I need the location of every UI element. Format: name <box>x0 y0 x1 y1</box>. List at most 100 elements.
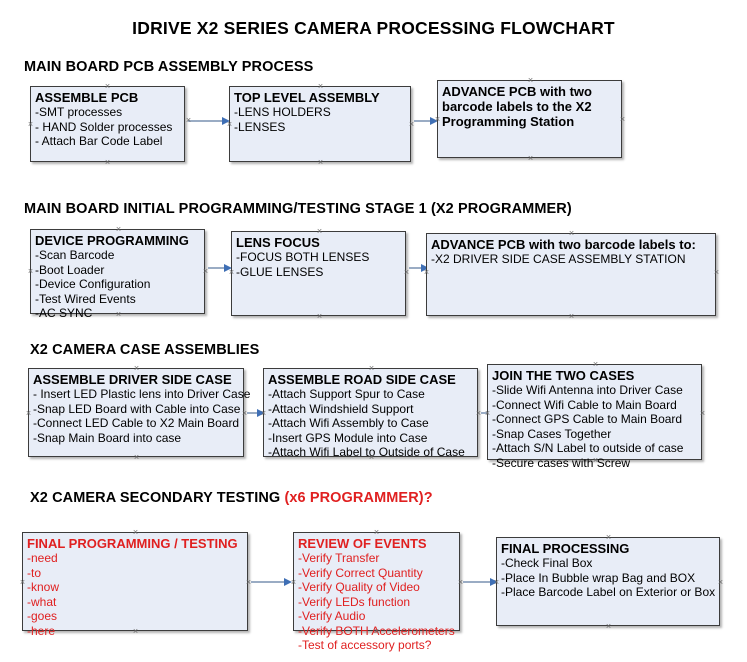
resize-handle-top[interactable] <box>115 226 122 233</box>
node-final-programming-testing[interactable]: FINAL PROGRAMMING / TESTING -need -to -k… <box>19 529 248 638</box>
list-item: -LENS HOLDERS <box>234 105 331 119</box>
node-items: - Insert LED Plastic lens into Driver Ca… <box>33 387 250 445</box>
arrowhead-icon <box>222 117 230 125</box>
list-item: -Verify Correct Quantity <box>298 565 423 580</box>
list-item: -LENSES <box>234 119 286 134</box>
resize-handle-left[interactable] <box>27 268 34 275</box>
node-top-level-assembly[interactable]: TOP LEVEL ASSEMBLY -LENS HOLDERS -LENSES <box>229 86 411 162</box>
resize-handle-bottom[interactable] <box>133 454 140 461</box>
list-item: -what <box>27 594 57 609</box>
connector-review-of-events-to-final-processing <box>463 578 498 586</box>
list-item: -Snap Main Board into case <box>33 430 182 445</box>
list-item: -Insert GPS Module into Case <box>268 430 428 445</box>
list-item: -FOCUS BOTH LENSES <box>236 250 370 264</box>
resize-handle-right[interactable] <box>713 269 720 276</box>
list-item: -Secure cases with Screw <box>492 455 631 470</box>
node-title: DEVICE PROGRAMMING <box>35 233 189 248</box>
list-item: -Snap Cases Together <box>492 426 612 441</box>
list-item: -Place In Bubble wrap Bag and BOX <box>501 570 696 585</box>
connector-line <box>247 412 258 414</box>
list-item: -Verify Quality of Video <box>298 580 420 594</box>
resize-handle-top[interactable] <box>368 365 375 372</box>
list-item: -Test Wired Events <box>35 291 136 306</box>
connector-device-programming-to-lens-focus <box>208 264 232 272</box>
node-advance-pcb-to-driver-side-case[interactable]: ADVANCE PCB with two barcode labels to: … <box>426 233 716 316</box>
list-item: - HAND Solder processes <box>35 119 173 134</box>
arrowhead-icon <box>257 409 265 417</box>
list-item: -to <box>27 565 42 580</box>
connector-lens-focus-to-advance-pcb-driver <box>409 264 429 272</box>
list-item: -Connect Wifi Cable to Main Board <box>492 397 677 412</box>
node-items: -LENS HOLDERS -LENSES <box>234 105 410 134</box>
resize-handle-top[interactable] <box>132 529 139 536</box>
section-heading-main-board-initial-programming: MAIN BOARD INITIAL PROGRAMMING/TESTING S… <box>24 201 572 217</box>
node-assemble-pcb[interactable]: ASSEMBLE PCB -SMT processes - HAND Solde… <box>30 86 185 162</box>
resize-handle-bottom[interactable] <box>527 155 534 162</box>
node-assemble-driver-side-case[interactable]: ASSEMBLE DRIVER SIDE CASE - Insert LED P… <box>25 365 250 457</box>
list-item: -AC SYNC <box>35 306 93 320</box>
resize-handle-bottom[interactable] <box>568 313 575 320</box>
resize-handle-left[interactable] <box>27 121 34 128</box>
connector-line <box>414 120 431 122</box>
node-review-of-events[interactable]: REVIEW OF EVENTS -Verify Transfer -Verif… <box>293 529 460 652</box>
node-items: -need -to -know -what -goes -here <box>27 551 247 638</box>
resize-handle-top[interactable] <box>592 361 599 368</box>
node-title: LENS FOCUS <box>236 235 320 250</box>
connector-line <box>251 581 285 583</box>
node-items: -X2 DRIVER SIDE CASE ASSEMBLY STATION <box>431 252 715 267</box>
resize-handle-top[interactable] <box>527 77 534 84</box>
connector-driver-side-to-road-side <box>247 409 265 417</box>
node-assemble-road-side-case[interactable]: ASSEMBLE ROAD SIDE CASE -Attach Support … <box>263 365 478 460</box>
arrowhead-icon <box>490 578 498 586</box>
node-join-the-two-cases[interactable]: JOIN THE TWO CASES -Slide Wifi Antenna i… <box>487 361 702 470</box>
node-items: -SMT processes - HAND Solder processes -… <box>35 105 184 149</box>
node-title: REVIEW OF EVENTS <box>298 536 427 551</box>
resize-handle-top[interactable] <box>133 365 140 372</box>
node-items: -Attach Support Spur to Case -Attach Win… <box>268 387 477 460</box>
node-title: ADVANCE PCB with two barcode labels to: <box>431 237 696 252</box>
node-lens-focus[interactable]: LENS FOCUS -FOCUS BOTH LENSES -GLUE LENS… <box>231 231 406 316</box>
node-title: ASSEMBLE ROAD SIDE CASE <box>268 372 456 387</box>
resize-handle-top[interactable] <box>568 230 575 237</box>
list-item: -Attach S/N Label to outside of case <box>492 441 684 455</box>
resize-handle-top[interactable] <box>317 83 324 90</box>
connector-line <box>409 267 422 269</box>
section-heading-text: X2 CAMERA SECONDARY TESTING <box>30 490 285 506</box>
resize-handle-bottom[interactable] <box>605 623 612 630</box>
list-item: -Verify BOTH Accelerometers <box>298 623 455 638</box>
list-item: -know <box>27 580 60 594</box>
list-item: -Attach Wifi Assembly to Case <box>268 416 429 430</box>
list-item: -here <box>27 623 56 638</box>
node-items: -Check Final Box -Place In Bubble wrap B… <box>501 556 719 600</box>
node-final-processing[interactable]: FINAL PROCESSING -Check Final Box -Place… <box>496 537 720 626</box>
connector-final-programming-to-review-of-events <box>251 578 292 586</box>
node-title: ASSEMBLE DRIVER SIDE CASE <box>33 372 232 387</box>
arrowhead-icon <box>224 264 232 272</box>
section-heading-x2-camera-secondary-testing: X2 CAMERA SECONDARY TESTING (x6 PROGRAMM… <box>30 490 433 506</box>
connector-line <box>463 581 491 583</box>
resize-handle-top[interactable] <box>316 228 323 235</box>
resize-handle-left[interactable] <box>19 579 26 586</box>
list-item: -Attach Windshield Support <box>268 401 414 416</box>
page-title: IDRIVE X2 SERIES CAMERA PROCESSING FLOWC… <box>132 18 615 38</box>
list-item: -Verify LEDs function <box>298 594 411 609</box>
node-advance-pcb-to-programming-station[interactable]: ADVANCE PCB with two barcode labels to t… <box>437 80 622 158</box>
arrowhead-icon <box>430 117 438 125</box>
resize-handle-bottom[interactable] <box>316 313 323 320</box>
list-item: -Connect LED Cable to X2 Main Board <box>33 416 240 430</box>
list-item: -Scan Barcode <box>35 248 115 262</box>
list-item: -Check Final Box <box>501 556 593 570</box>
resize-handle-bottom[interactable] <box>104 159 111 166</box>
node-items: -Slide Wifi Antenna into Driver Case -Co… <box>492 383 701 470</box>
node-device-programming[interactable]: DEVICE PROGRAMMING -Scan Barcode -Boot L… <box>27 226 205 320</box>
connector-line <box>188 120 223 122</box>
node-title: ADVANCE PCB with two barcode labels to t… <box>442 84 592 129</box>
list-item: -goes <box>27 609 58 623</box>
list-item: -Verify Transfer <box>298 551 380 565</box>
resize-handle-bottom[interactable] <box>317 159 324 166</box>
resize-handle-top[interactable] <box>104 83 111 90</box>
list-item: -Verify Audio <box>298 609 366 623</box>
resize-handle-left[interactable] <box>25 410 32 417</box>
resize-handle-top[interactable] <box>605 534 612 541</box>
resize-handle-top[interactable] <box>373 529 380 536</box>
